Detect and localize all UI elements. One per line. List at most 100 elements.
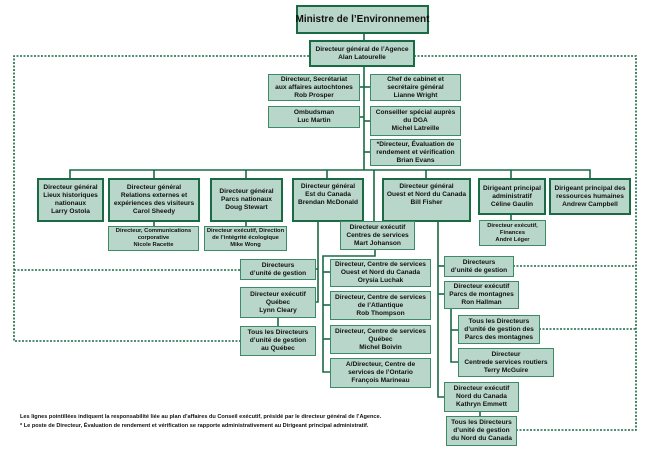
line: nationaux <box>54 200 87 207</box>
line: expériences des visiteurs <box>113 200 195 207</box>
line: Tous les Directeurs <box>468 317 530 325</box>
line: Ouest et Nord du Canada <box>340 269 421 276</box>
line: d’unité de gestion <box>450 266 508 274</box>
line: Doug Stewart <box>225 204 268 211</box>
line: Directeur, Communications <box>115 228 192 234</box>
line: Directeur exécutif, <box>487 222 538 229</box>
line: Finances <box>499 229 526 236</box>
line: secrétaire général <box>387 83 444 91</box>
line: Directeurs <box>261 261 295 269</box>
line: Kathryn Emmett <box>456 401 507 408</box>
line: Directeur général <box>219 188 274 195</box>
line: de l’Atlantique <box>357 301 404 309</box>
line: Ouest et Nord du Canada <box>386 191 467 198</box>
line: Québec <box>265 298 291 306</box>
line: Michel Boivin <box>359 343 402 351</box>
line: d’unité de gestion <box>453 427 510 434</box>
footer-note-evaluation: * Le poste de Directeur, Évaluation de r… <box>20 423 369 429</box>
line: Conseiller spécial auprès <box>375 109 456 116</box>
line: Directeur, Centre de services <box>335 293 426 301</box>
line: Directeur général <box>300 183 356 190</box>
line: Ombudsman <box>293 109 335 116</box>
line: Directeur, Centre de services <box>335 261 426 268</box>
line: Directeur exécutif <box>250 290 306 298</box>
line: Tous les Directeurs <box>451 419 512 426</box>
line: Centrede services routiers <box>464 358 548 366</box>
line: Dirigeant principal <box>483 184 541 192</box>
line: Directeur exécutif, Direction <box>206 228 285 234</box>
line: Québec <box>368 335 393 343</box>
line: Lynn Cleary <box>259 306 297 314</box>
line: Nicole Racette <box>133 242 174 248</box>
line: ressources humaines <box>556 192 624 200</box>
line: administratif <box>492 192 532 200</box>
minister-box: Ministre de l’Environnement <box>296 5 429 34</box>
line: André Léger <box>495 236 530 243</box>
line: Parcs de montagnes <box>449 291 514 298</box>
line: Parcs des montagnes <box>464 333 534 341</box>
line: Directeur général <box>126 184 182 191</box>
line: Centres de services <box>346 231 409 239</box>
line: A/Directeur, Centre de <box>345 361 416 368</box>
line: Tous les Directeurs <box>247 329 309 336</box>
minister-title: Ministre de l’Environnement <box>295 13 430 25</box>
line: Brendan McDonald <box>297 199 359 206</box>
line: Rob Prosper <box>294 91 334 99</box>
line: du DGA <box>403 117 428 124</box>
line: Larry Ostola <box>51 208 90 215</box>
line: Andrew Campbell <box>562 200 618 208</box>
line: Chef de cabinet et <box>387 75 444 83</box>
line: Bill Fisher <box>410 199 443 206</box>
line: Mike Wong <box>230 242 261 248</box>
line: d’unité de gestion <box>249 337 307 344</box>
line: d’unité de gestion <box>249 269 307 277</box>
line: rendement et vérification <box>376 148 455 156</box>
line: Est du Canada <box>305 191 351 198</box>
ceo-box: Directeur général de l’Agence Alan Latou… <box>309 40 415 67</box>
line: Luc Martin <box>297 117 331 124</box>
line: Dirigeant principal des <box>554 184 626 192</box>
line: au Québec <box>261 345 295 352</box>
line: Rob Thompson <box>356 309 405 317</box>
ceo-title: Directeur général de l’Agence <box>315 45 409 53</box>
line: Nord du Canada <box>456 393 507 400</box>
line: Lieux historiques <box>43 192 98 199</box>
line: du Nord du Canada <box>451 435 512 442</box>
line: aux affaires autochtones <box>275 83 353 91</box>
line: d’unité de gestion des <box>464 325 534 333</box>
line: Brian Evans <box>396 156 435 164</box>
line: Lianne Wright <box>393 91 438 99</box>
line: Directeur, Centre de services <box>335 327 426 335</box>
line: de l’intégrité écologique <box>212 235 279 241</box>
line: Terry McGuire <box>483 366 529 374</box>
line: Directeur <box>491 350 521 358</box>
line: Michel Latreille <box>391 125 440 132</box>
line: Parcs nationaux <box>221 196 272 203</box>
line: Ron Hallman <box>461 299 502 306</box>
